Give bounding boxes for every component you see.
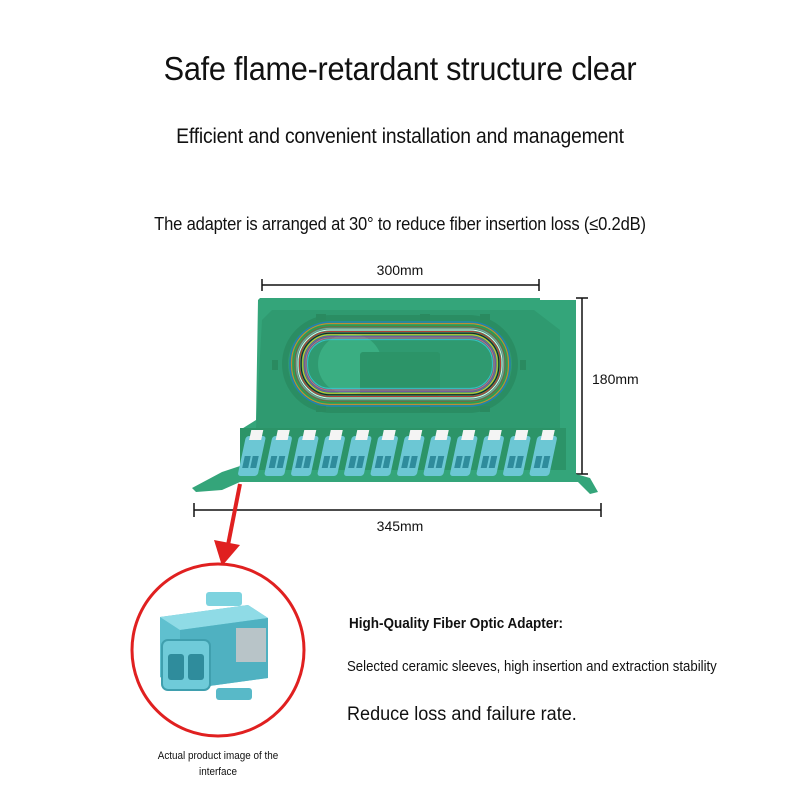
lc-adapter bbox=[344, 430, 372, 476]
fiber-strand bbox=[300, 332, 500, 396]
red-arrow bbox=[214, 483, 242, 566]
page-title: Safe flame-retardant structure clear bbox=[163, 50, 637, 87]
lc-adapter bbox=[529, 430, 557, 476]
lc-adapter bbox=[503, 430, 531, 476]
fiber-strand bbox=[294, 326, 506, 402]
fiber-strand bbox=[303, 335, 497, 393]
lc-adapter bbox=[476, 430, 504, 476]
fiber-strand bbox=[292, 324, 508, 404]
fiber-strand bbox=[299, 331, 501, 397]
fiber-strand bbox=[291, 323, 509, 405]
dimension-lines bbox=[193, 279, 602, 517]
fiber-strand bbox=[295, 327, 505, 401]
lc-adapter bbox=[370, 430, 398, 476]
fiber-loops bbox=[289, 321, 511, 407]
fiber-strand bbox=[307, 339, 493, 389]
adapter-angle-note: The adapter is arranged at 30° to reduce… bbox=[154, 214, 646, 234]
lc-adapter bbox=[291, 430, 319, 476]
adapter-row bbox=[238, 430, 557, 476]
width-bottom-label: 345mm bbox=[376, 518, 424, 534]
width-top-label: 300mm bbox=[376, 262, 424, 278]
fiber-strand bbox=[289, 321, 511, 407]
height-label: 180mm bbox=[592, 371, 639, 387]
lc-adapter bbox=[397, 430, 425, 476]
lc-adapter bbox=[317, 430, 345, 476]
fiber-strand bbox=[302, 334, 498, 394]
adapter-photo-inset bbox=[130, 562, 306, 738]
lc-adapter bbox=[450, 430, 478, 476]
adapter-benefit: Reduce loss and failure rate. bbox=[347, 704, 577, 725]
fiber-strand bbox=[297, 329, 503, 399]
lc-adapter bbox=[238, 430, 266, 476]
inset-caption: Actual product image of the interface bbox=[157, 750, 279, 778]
adapter-description: Selected ceramic sleeves, high insertion… bbox=[347, 658, 717, 675]
lc-adapter bbox=[264, 430, 292, 476]
adapter-title: High-Quality Fiber Optic Adapter: bbox=[349, 615, 564, 632]
page-subtitle: Efficient and convenient installation an… bbox=[176, 125, 624, 148]
adapter-closeup bbox=[160, 592, 268, 700]
lc-adapter bbox=[423, 430, 451, 476]
fiber-strand bbox=[305, 337, 495, 391]
